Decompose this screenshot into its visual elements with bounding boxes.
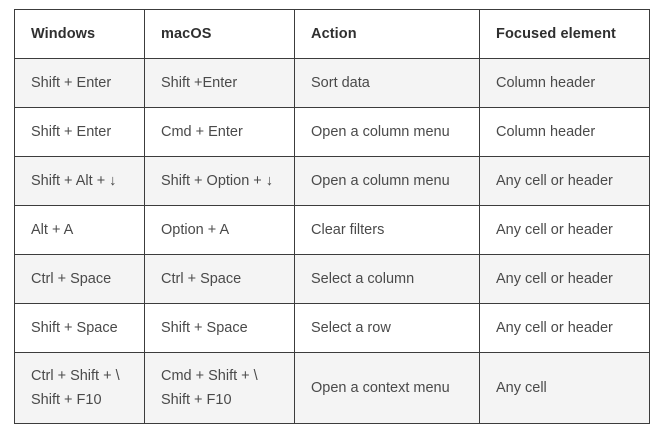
table-cell-focus: Column header — [479, 107, 650, 157]
cell-line: Clear filters — [311, 222, 385, 238]
table-header: Windows macOS Action Focused element — [14, 9, 650, 59]
table-cell-macos: Option + A — [144, 205, 295, 255]
cell-line: Any cell or header — [496, 173, 613, 189]
table-row: Shift + Alt + ↓ Shift + Option + ↓ Open a … — [14, 156, 650, 206]
table-cell-windows: Ctrl + Shift + \ Shift + F10 — [14, 352, 145, 424]
cell-line: Shift +Enter — [161, 75, 238, 91]
cell-line: Shift + Space — [161, 320, 248, 336]
keyboard-shortcuts-table: Windows macOS Action Focused element Shi… — [14, 9, 650, 424]
table-row: Shift + Enter Shift +Enter Sort data Column… — [14, 58, 650, 108]
cell-line: Ctrl + Space — [31, 271, 112, 287]
table-cell-macos: Shift +Enter — [144, 58, 295, 108]
cell-line: Select a column — [311, 271, 415, 287]
table-cell-macos: Shift + Option + ↓ — [144, 156, 295, 206]
cell-line: Open a column menu — [311, 124, 450, 140]
table-cell-macos: Cmd + Enter — [144, 107, 295, 157]
table-cell-action: Open a column menu — [294, 156, 480, 206]
cell-line: Shift + Space — [31, 320, 118, 336]
cell-line: Cmd + Shift + \ — [161, 368, 258, 384]
cell-line: Option + A — [161, 222, 230, 238]
cell-line: Column header — [496, 124, 596, 140]
cell-line: Shift + Option + ↓ — [161, 173, 274, 189]
table-row: Alt + A Option + A Clear filters Any cell o… — [14, 205, 650, 255]
column-header-focused-element: Focused element — [479, 9, 650, 59]
cell-line: Shift + Alt + ↓ — [31, 173, 117, 189]
table-cell-action: Open a context menu — [294, 352, 480, 424]
table-cell-action: Select a column — [294, 254, 480, 304]
cell-line: Any cell or header — [496, 222, 613, 238]
cell-line: Shift + Enter — [31, 75, 112, 91]
table-row: Ctrl + Space Ctrl + Space Select a column A… — [14, 254, 650, 304]
table-cell-windows: Shift + Enter — [14, 58, 145, 108]
cell-line: Column header — [496, 75, 596, 91]
table-row: Shift + Enter Cmd + Enter Open a column me… — [14, 107, 650, 157]
table-cell-macos: Cmd + Shift + \ Shift + F10 — [144, 352, 295, 424]
cell-line: Any cell or header — [496, 271, 613, 287]
cell-line: Any cell or header — [496, 320, 613, 336]
cell-line: Shift + Enter — [31, 124, 112, 140]
shortcut-table-container: Windows macOS Action Focused element Shi… — [14, 9, 650, 424]
column-header-action: Action — [294, 9, 480, 59]
table-cell-action: Sort data — [294, 58, 480, 108]
table-cell-action: Open a column menu — [294, 107, 480, 157]
table-cell-focus: Column header — [479, 58, 650, 108]
table-cell-macos: Shift + Space — [144, 303, 295, 353]
cell-line: Ctrl + Space — [161, 271, 242, 287]
table-cell-action: Select a row — [294, 303, 480, 353]
table-header-row: Windows macOS Action Focused element — [14, 9, 650, 59]
table-cell-windows: Shift + Enter — [14, 107, 145, 157]
column-header-macos: macOS — [144, 9, 295, 59]
table-cell-focus: Any cell — [479, 352, 650, 424]
table-cell-windows: Shift + Space — [14, 303, 145, 353]
cell-line: Open a column menu — [311, 173, 450, 189]
cell-line: Sort data — [311, 75, 370, 91]
cell-line: Ctrl + Shift + \ — [31, 368, 120, 384]
cell-line: Select a row — [311, 320, 391, 336]
column-header-windows: Windows — [14, 9, 145, 59]
cell-line: Open a context menu — [311, 380, 450, 396]
table-cell-focus: Any cell or header — [479, 303, 650, 353]
table-cell-windows: Shift + Alt + ↓ — [14, 156, 145, 206]
cell-line: Shift + F10 — [161, 392, 232, 408]
cell-line: Cmd + Enter — [161, 124, 243, 140]
table-cell-focus: Any cell or header — [479, 205, 650, 255]
table-cell-action: Clear filters — [294, 205, 480, 255]
cell-line: Shift + F10 — [31, 392, 102, 408]
table-cell-focus: Any cell or header — [479, 156, 650, 206]
table-cell-windows: Alt + A — [14, 205, 145, 255]
cell-line: Any cell — [496, 380, 547, 396]
cell-line: Alt + A — [31, 222, 74, 238]
table-cell-focus: Any cell or header — [479, 254, 650, 304]
table-row: Shift + Space Shift + Space Select a row An… — [14, 303, 650, 353]
table-cell-macos: Ctrl + Space — [144, 254, 295, 304]
table-cell-windows: Ctrl + Space — [14, 254, 145, 304]
